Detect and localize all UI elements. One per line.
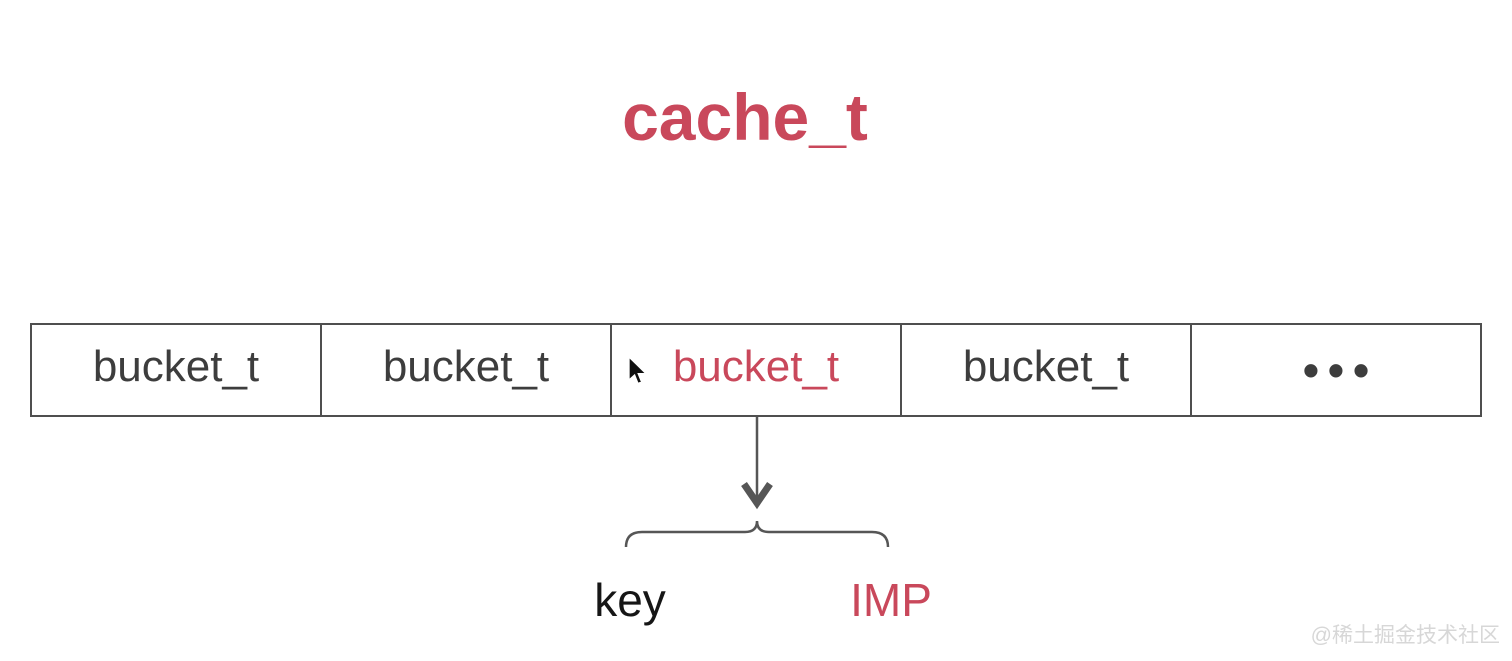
bucket-cell-1: bucket_t bbox=[32, 325, 322, 415]
mouse-cursor-icon bbox=[628, 356, 648, 385]
down-arrow-icon bbox=[741, 417, 773, 510]
bucket-cell-3-highlighted: bucket_t bbox=[612, 325, 902, 415]
diagram-title: cache_t bbox=[622, 80, 868, 155]
bucket-label-4: bucket_t bbox=[962, 342, 1130, 391]
bucket-cell-ellipsis: ••• bbox=[1192, 325, 1480, 415]
bucket-label-2: bucket_t bbox=[382, 342, 550, 391]
key-label: key bbox=[594, 574, 666, 626]
imp-label: IMP bbox=[850, 574, 932, 626]
bucket-label-1: bucket_t bbox=[92, 342, 260, 391]
bucket-cell-4: bucket_t bbox=[902, 325, 1192, 415]
brace-icon bbox=[624, 520, 890, 548]
bucket-label-3: bucket_t bbox=[672, 342, 840, 391]
bucket-row: bucket_t bucket_t bucket_t bucket_t ••• bbox=[30, 323, 1482, 417]
watermark-text: @稀土掘金技术社区 bbox=[1310, 624, 1500, 647]
ellipsis-dots: ••• bbox=[1302, 344, 1379, 396]
bucket-cell-2: bucket_t bbox=[322, 325, 612, 415]
